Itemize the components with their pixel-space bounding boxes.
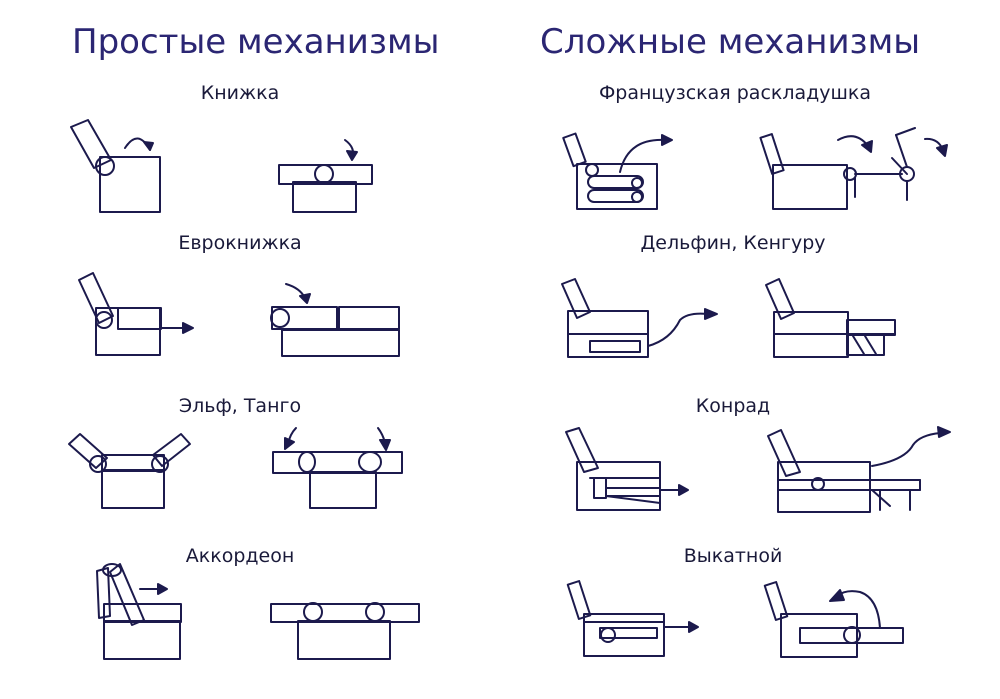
label-konrad: Конрад [695,395,771,417]
sketch-delfin-unfolded [765,278,896,358]
sketch-french-folded [562,132,673,210]
label-elf-tango: Эльф, Танго [178,395,302,417]
sketch-elf-folded [68,433,191,509]
simple-mechanisms-heading: Простые механизмы [72,22,440,62]
sketch-konrad-folded [565,427,689,511]
label-akkordeon: Аккордеон [185,545,295,567]
sketch-konrad-unfolded [767,426,951,513]
sketch-knizhka-unfolded [278,139,373,213]
label-french-raskladushka: Французская раскладушка [598,82,872,104]
sketch-akkordeon-unfolded [270,602,420,660]
label-vykatnoy: Выкатной [683,545,783,567]
label-evroknizhka: Еврокнижка [178,232,302,254]
sketch-vykatnoy-unfolded [763,581,904,658]
sketch-knizhka-folded [70,119,161,213]
sketch-delfin-folded [561,278,718,358]
sketch-elf-unfolded [272,427,403,509]
sketch-vykatnoy-folded [566,580,699,657]
sketch-akkordeon-folded [96,563,182,660]
sketch-evroknizhka-unfolded [270,283,400,357]
sketch-french-unfolded [759,127,948,210]
label-delfin-kenguru: Дельфин, Кенгуру [640,232,826,254]
label-knizhka: Книжка [200,82,280,104]
sketch-evroknizhka-folded [78,272,194,356]
complex-mechanisms-heading: Сложные механизмы [540,22,921,62]
